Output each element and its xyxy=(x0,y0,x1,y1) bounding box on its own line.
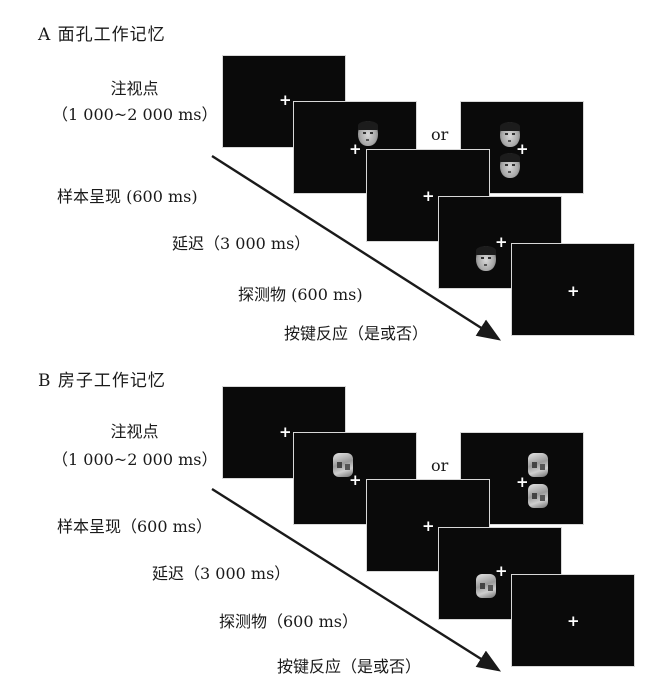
fixation-cross: + xyxy=(516,473,529,491)
probe-label: 探测物 (600 ms) xyxy=(238,285,363,304)
fixation-cross: + xyxy=(349,140,362,158)
or-label: or xyxy=(431,125,449,144)
fixation-cross: + xyxy=(495,233,508,251)
house-probe-stimulus xyxy=(476,574,496,598)
fixation-cross: + xyxy=(567,612,580,630)
panel-a-title: A 面孔工作记忆 xyxy=(38,25,166,45)
sample-label: 样本呈现 (600 ms) xyxy=(57,187,198,206)
fixation-cross: + xyxy=(422,517,435,535)
response-label: 按键反应（是或否） xyxy=(284,324,429,343)
response-screen: + xyxy=(511,574,635,667)
fixation-label: 注视点 xyxy=(110,422,159,441)
response-label: 按键反应（是或否） xyxy=(277,657,422,676)
fixation-cross: + xyxy=(422,187,435,205)
fixation-cross: + xyxy=(349,471,362,489)
sample-label: 样本呈现（600 ms） xyxy=(57,517,213,536)
face-stimulus-upper xyxy=(500,122,520,147)
or-label: or xyxy=(431,456,449,475)
house-stimulus-lower xyxy=(528,484,548,508)
face-probe-stimulus xyxy=(476,246,496,271)
fixation-cross: + xyxy=(516,140,529,158)
fixation-cross: + xyxy=(279,91,292,109)
fixation-time-label: （1 000~2 000 ms） xyxy=(52,450,218,469)
face-stimulus xyxy=(358,121,378,146)
fixation-cross: + xyxy=(495,562,508,580)
panel-b-title: B 房子工作记忆 xyxy=(38,371,166,391)
response-screen: + xyxy=(511,243,635,336)
panel-a-face-working-memory: A 面孔工作记忆 注视点 （1 000~2 000 ms） 样本呈现 (600 … xyxy=(38,25,635,343)
fixation-cross: + xyxy=(279,423,292,441)
delay-label: 延迟（3 000 ms） xyxy=(152,564,291,583)
face-stimulus-lower xyxy=(500,153,520,178)
house-stimulus xyxy=(333,453,353,477)
probe-screen: + xyxy=(438,527,562,620)
probe-label: 探测物（600 ms） xyxy=(219,612,359,631)
delay-label: 延迟（3 000 ms） xyxy=(172,234,311,253)
house-stimulus-upper xyxy=(528,453,548,477)
panel-b-house-working-memory: B 房子工作记忆 注视点 （1 000~2 000 ms） 样本呈现（600 m… xyxy=(0,346,670,692)
fixation-label: 注视点 xyxy=(110,79,159,98)
fixation-time-label: （1 000~2 000 ms） xyxy=(52,105,218,124)
fixation-cross: + xyxy=(567,282,580,300)
